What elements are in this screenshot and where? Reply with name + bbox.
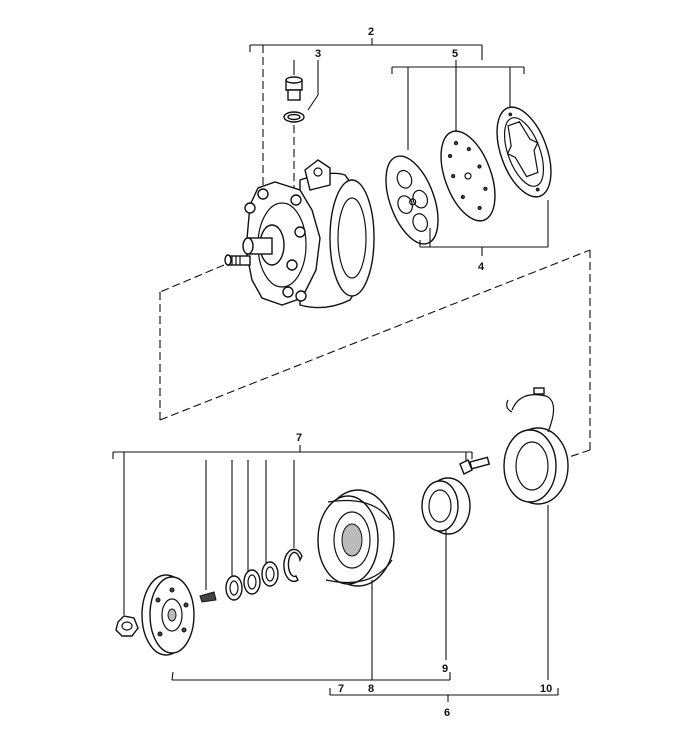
callout-4: 4: [478, 261, 485, 273]
gasket-plate: [440, 130, 496, 222]
callout-5: 5: [452, 48, 458, 60]
callout-7-bottom: 7: [338, 683, 344, 695]
compressor-body: [224, 159, 375, 309]
callout-10: 10: [540, 683, 552, 695]
valve-plate: [385, 155, 439, 245]
bracket-2: [249, 38, 483, 185]
bearing: [421, 477, 471, 535]
pulley: [317, 489, 395, 587]
nut: [115, 615, 139, 637]
callout-2: 2: [368, 26, 374, 38]
bracket-7-top: [112, 445, 473, 615]
bracket-6: [329, 505, 559, 702]
bracket-4: [419, 200, 549, 256]
assembly-leader: [159, 249, 591, 459]
callout-7-top: 7: [296, 432, 302, 444]
bracket-5: [391, 60, 525, 150]
callout-3: 3: [315, 48, 321, 60]
screw: [459, 456, 491, 475]
callout-6: 6: [444, 707, 450, 719]
woodruff-key: [199, 591, 217, 603]
field-coil: [503, 387, 569, 505]
bolt-3: 3: [283, 48, 321, 205]
snap-ring: [283, 548, 303, 583]
shim-2: [243, 569, 261, 595]
shim-3: [261, 561, 279, 587]
clutch-front-plate: [141, 574, 195, 656]
reed-plate: [496, 106, 552, 198]
callout-9: 9: [442, 663, 448, 675]
callout-8: 8: [368, 683, 374, 695]
bracket-lower: [171, 530, 451, 681]
shim-1: [225, 575, 243, 601]
